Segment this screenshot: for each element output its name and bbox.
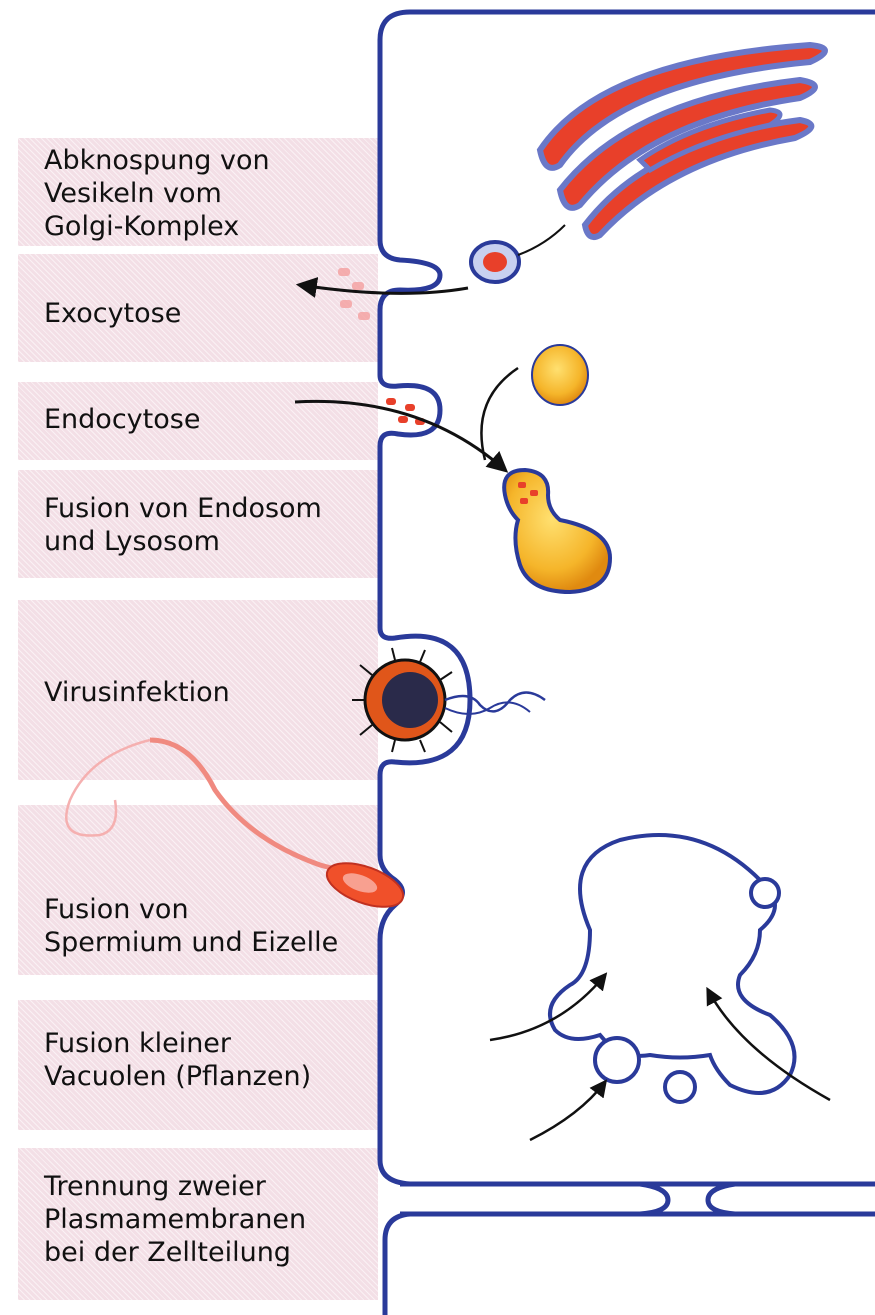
vacuole-fusion (550, 835, 795, 1102)
division-membrane-left (400, 1184, 668, 1214)
golgi-complex (540, 45, 825, 237)
label-golgi: Abknospung von Vesikeln vom Golgi-Komple… (44, 144, 374, 243)
plasma-membrane-lower (385, 1214, 875, 1315)
label-endocytose: Endocytose (44, 403, 374, 436)
fused-endolysosome (504, 470, 610, 592)
label-fusion-endosom: Fusion von Endosom und Lysosom (44, 492, 374, 558)
label-spermium: Fusion von Spermium und Eizelle (44, 893, 374, 959)
lysosome-path (481, 368, 518, 460)
label-vacuolen: Fusion kleiner Vacuolen (Pflanzen) (44, 1027, 374, 1093)
spermium (66, 740, 408, 916)
label-zellteilung: Trennung zweier Plasmamembranen bei der … (44, 1170, 374, 1269)
golgi-path (518, 225, 565, 255)
lysosome (532, 345, 588, 405)
virus-particle (352, 648, 545, 752)
vacuole-arrow-3 (530, 1082, 605, 1140)
label-virus: Virusinfektion (44, 676, 374, 709)
division-membrane-right (708, 1184, 875, 1214)
label-exocytose: Exocytose (44, 297, 374, 330)
exocytose-arrow (300, 285, 468, 293)
